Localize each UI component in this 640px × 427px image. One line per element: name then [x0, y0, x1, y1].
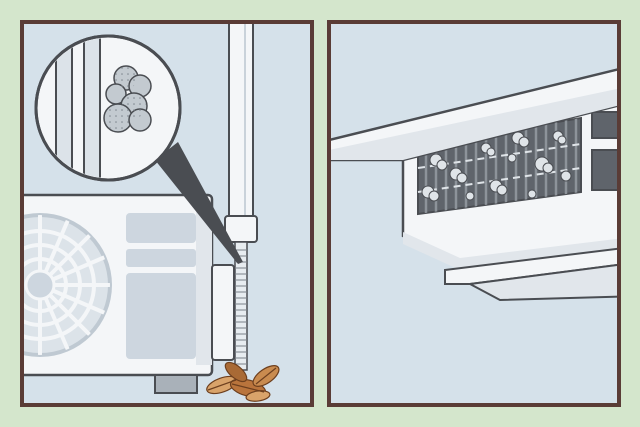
- side-panel-bottom: [126, 273, 196, 359]
- fan-grille-icon: [22, 213, 112, 357]
- side-panel-middle: [126, 249, 196, 267]
- wall-pipe: [224, 22, 258, 243]
- dry-leaves-icon: [206, 361, 280, 402]
- right-panel-frame: [327, 20, 621, 407]
- dust-clumps-icon: [421, 130, 572, 202]
- left-panel-frame: [20, 20, 314, 407]
- indoor-ac-unit: [329, 67, 619, 302]
- magnifier-callout-icon: [34, 34, 243, 264]
- right-panel: [327, 20, 621, 407]
- side-panel-top: [126, 213, 196, 243]
- drain-pipe-icon: [234, 241, 248, 371]
- outdoor-ac-unit: [22, 193, 235, 394]
- left-panel: [20, 20, 314, 407]
